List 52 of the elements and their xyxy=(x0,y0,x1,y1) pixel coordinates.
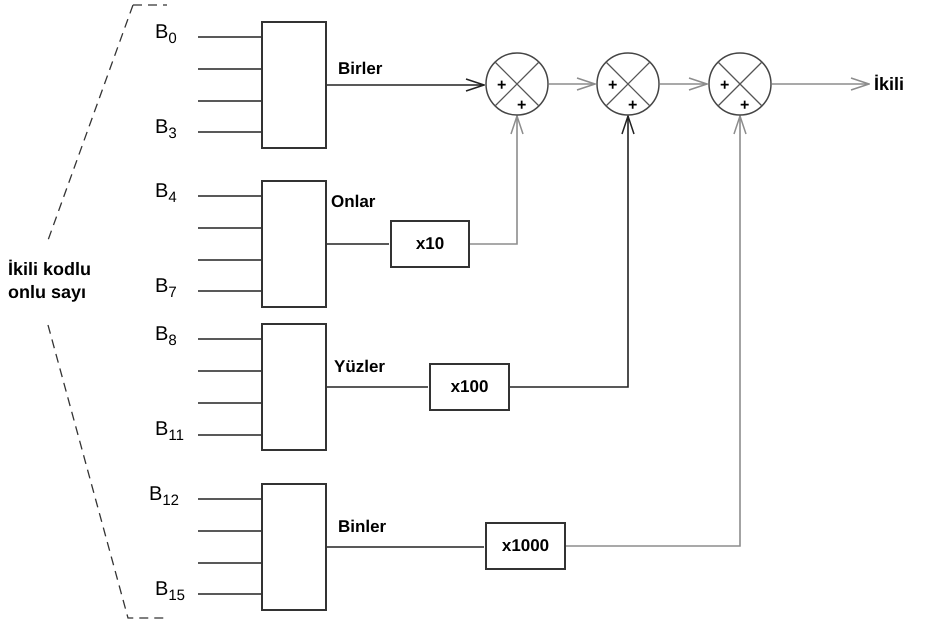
bit-label: B$_{8}$ xyxy=(155,324,177,348)
arrow xyxy=(549,77,596,91)
arrow xyxy=(327,78,485,92)
plus-sign: + xyxy=(517,98,526,114)
signal-line xyxy=(198,100,261,102)
multiplier-block: x10 xyxy=(390,220,470,268)
bit-label: B$_{0}$ xyxy=(155,22,177,46)
signal-line xyxy=(198,131,261,133)
arrow xyxy=(470,115,524,245)
plus-sign: + xyxy=(497,78,506,94)
bit-label: B$_{11}$ xyxy=(155,419,184,443)
multiplier-block: x100 xyxy=(429,363,510,411)
arrow xyxy=(660,77,708,91)
arrow xyxy=(510,115,635,388)
plus-sign: + xyxy=(608,78,618,94)
signal-line xyxy=(198,68,261,70)
output-label: İkili xyxy=(870,75,904,93)
encoder-block xyxy=(261,180,327,308)
bit-label: B$_{3}$ xyxy=(155,117,177,141)
arrow xyxy=(566,115,747,547)
signal-line xyxy=(198,434,261,436)
signal-line xyxy=(327,243,389,245)
plus-sign: + xyxy=(740,98,750,114)
bit-label: B$_{7}$ xyxy=(155,276,177,300)
multiplier-block: x1000 xyxy=(485,522,566,570)
encoder-block xyxy=(261,323,327,451)
arrow xyxy=(772,77,870,91)
signal-line xyxy=(198,402,261,404)
encoder-block xyxy=(261,21,327,149)
summing-junction xyxy=(485,52,549,116)
signal-line xyxy=(198,498,261,500)
signal-line xyxy=(198,195,261,197)
signal-line xyxy=(198,530,261,532)
signal-line xyxy=(198,290,261,292)
signal-line xyxy=(198,370,261,372)
signal-line xyxy=(198,338,261,340)
plus-sign: + xyxy=(720,78,730,94)
signal-line xyxy=(327,386,428,388)
plus-sign: + xyxy=(628,98,638,114)
signal-line xyxy=(198,36,261,38)
summing-junction xyxy=(708,52,772,116)
signal-line xyxy=(198,259,261,261)
bit-label: B$_{15}$ xyxy=(155,579,186,603)
bit-label: B$_{4}$ xyxy=(155,181,177,205)
signal-line xyxy=(198,227,261,229)
bit-label: B$_{12}$ xyxy=(149,484,180,508)
input-group-label: İkili kodlu onlu sayı xyxy=(8,258,92,304)
encoder-block xyxy=(261,483,327,611)
signal-line xyxy=(327,546,484,548)
signal-line xyxy=(198,593,261,595)
signal-line xyxy=(198,562,261,564)
summing-junction xyxy=(596,52,660,116)
